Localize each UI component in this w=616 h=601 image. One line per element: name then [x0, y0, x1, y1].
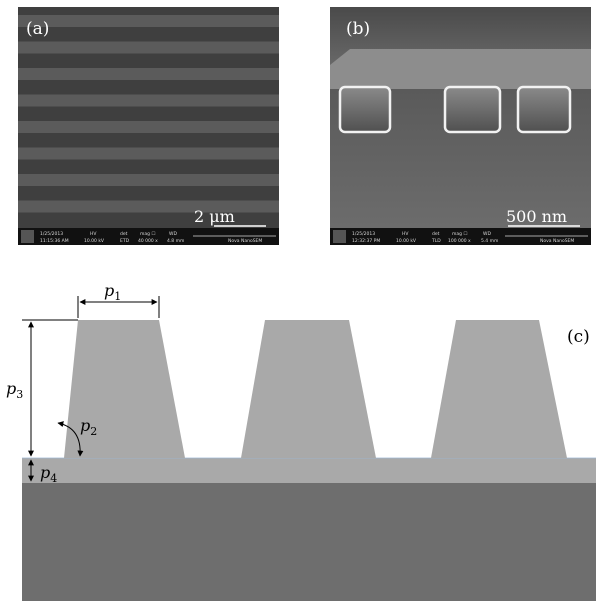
- info-date-a: 1/25/2013: [40, 231, 63, 237]
- grating-schematic: p1 p3 p4 p2 (c): [0, 268, 616, 601]
- sem-cross-section-svg: (b) 500 nm 1/25/2013 12:32:37 PM HV 10.0…: [330, 7, 591, 245]
- fei-logo-icon: [21, 230, 34, 243]
- info-det-title-b: det: [432, 231, 440, 237]
- sem-image-top-view: (a) 2 μm 1/25/2013 11:15:36 AM HV 10.00 …: [18, 7, 279, 245]
- sem-top-view-svg: (a) 2 μm 1/25/2013 11:15:36 AM HV 10.00 …: [18, 7, 279, 245]
- sem-info-bar-a: [18, 228, 279, 245]
- scale-bar-label-a: 2 μm: [194, 207, 235, 226]
- p1-label: p1: [104, 281, 121, 303]
- info-time-a: 11:15:36 AM: [40, 238, 69, 244]
- info-det-a: ETD: [120, 238, 130, 244]
- grating-stripe: [18, 68, 279, 80]
- fei-logo-icon-b: [333, 230, 346, 243]
- sem-background: [18, 7, 279, 228]
- grating-stripe: [18, 200, 279, 213]
- p3-label: p3: [6, 379, 23, 401]
- info-det-b: TLD: [431, 238, 441, 244]
- cross-section-trenches: [338, 85, 572, 134]
- info-wd-title-a: WD: [169, 231, 177, 237]
- info-wd-a: 4.8 mm: [167, 238, 184, 244]
- grating-stripe: [18, 121, 279, 133]
- info-wd-title-b: WD: [483, 231, 491, 237]
- grating-stripes: [18, 15, 279, 213]
- schematic-svg: p1 p3 p4 p2 (c): [6, 281, 596, 601]
- scale-bar-label-b: 500 nm: [506, 207, 567, 226]
- grating-ridge-1: [64, 320, 185, 458]
- trench: [516, 85, 572, 134]
- grating-stripe: [18, 41, 279, 54]
- trench: [443, 85, 502, 134]
- grating-ridge-3: [431, 320, 567, 458]
- info-date-b: 1/25/2013: [352, 231, 375, 237]
- wafer-top-surface: [330, 49, 591, 89]
- grating-stripe: [18, 15, 279, 27]
- info-hv-title-a: HV: [90, 231, 97, 237]
- info-instrument-a: Nova NanoSEM: [228, 238, 262, 244]
- trench: [338, 85, 392, 134]
- info-mag-title-a: mag ☐: [140, 231, 155, 237]
- info-det-title-a: det: [120, 231, 128, 237]
- info-hv-a: 10.00 kV: [84, 238, 105, 244]
- info-wd-b: 5.4 mm: [481, 238, 498, 244]
- info-mag-title-b: mag ☐: [452, 231, 467, 237]
- grating-ridge-2: [241, 320, 376, 458]
- panel-label-b: (b): [346, 19, 370, 39]
- p2-label: p2: [80, 416, 97, 438]
- info-instrument-b: Nova NanoSEM: [540, 238, 574, 244]
- grating-stripe: [18, 147, 279, 160]
- substrate-layer: [22, 483, 596, 601]
- p4-label: p4: [40, 463, 57, 485]
- sem-image-cross-section: (b) 500 nm 1/25/2013 12:32:37 PM HV 10.0…: [330, 7, 591, 245]
- sem-info-bar-b: [330, 228, 591, 245]
- grating-stripe: [18, 94, 279, 107]
- grating-stripe: [18, 174, 279, 186]
- panel-label-a: (a): [26, 19, 49, 39]
- info-mag-a: 40 000 x: [138, 238, 158, 244]
- panel-label-c: (c): [567, 327, 590, 347]
- residual-layer: [22, 458, 596, 483]
- info-mag-b: 100 000 x: [448, 238, 471, 244]
- p2-angle-arrow: [57, 421, 84, 457]
- info-hv-b: 10.00 kV: [396, 238, 417, 244]
- info-time-b: 12:32:37 PM: [352, 238, 380, 244]
- info-hv-title-b: HV: [402, 231, 409, 237]
